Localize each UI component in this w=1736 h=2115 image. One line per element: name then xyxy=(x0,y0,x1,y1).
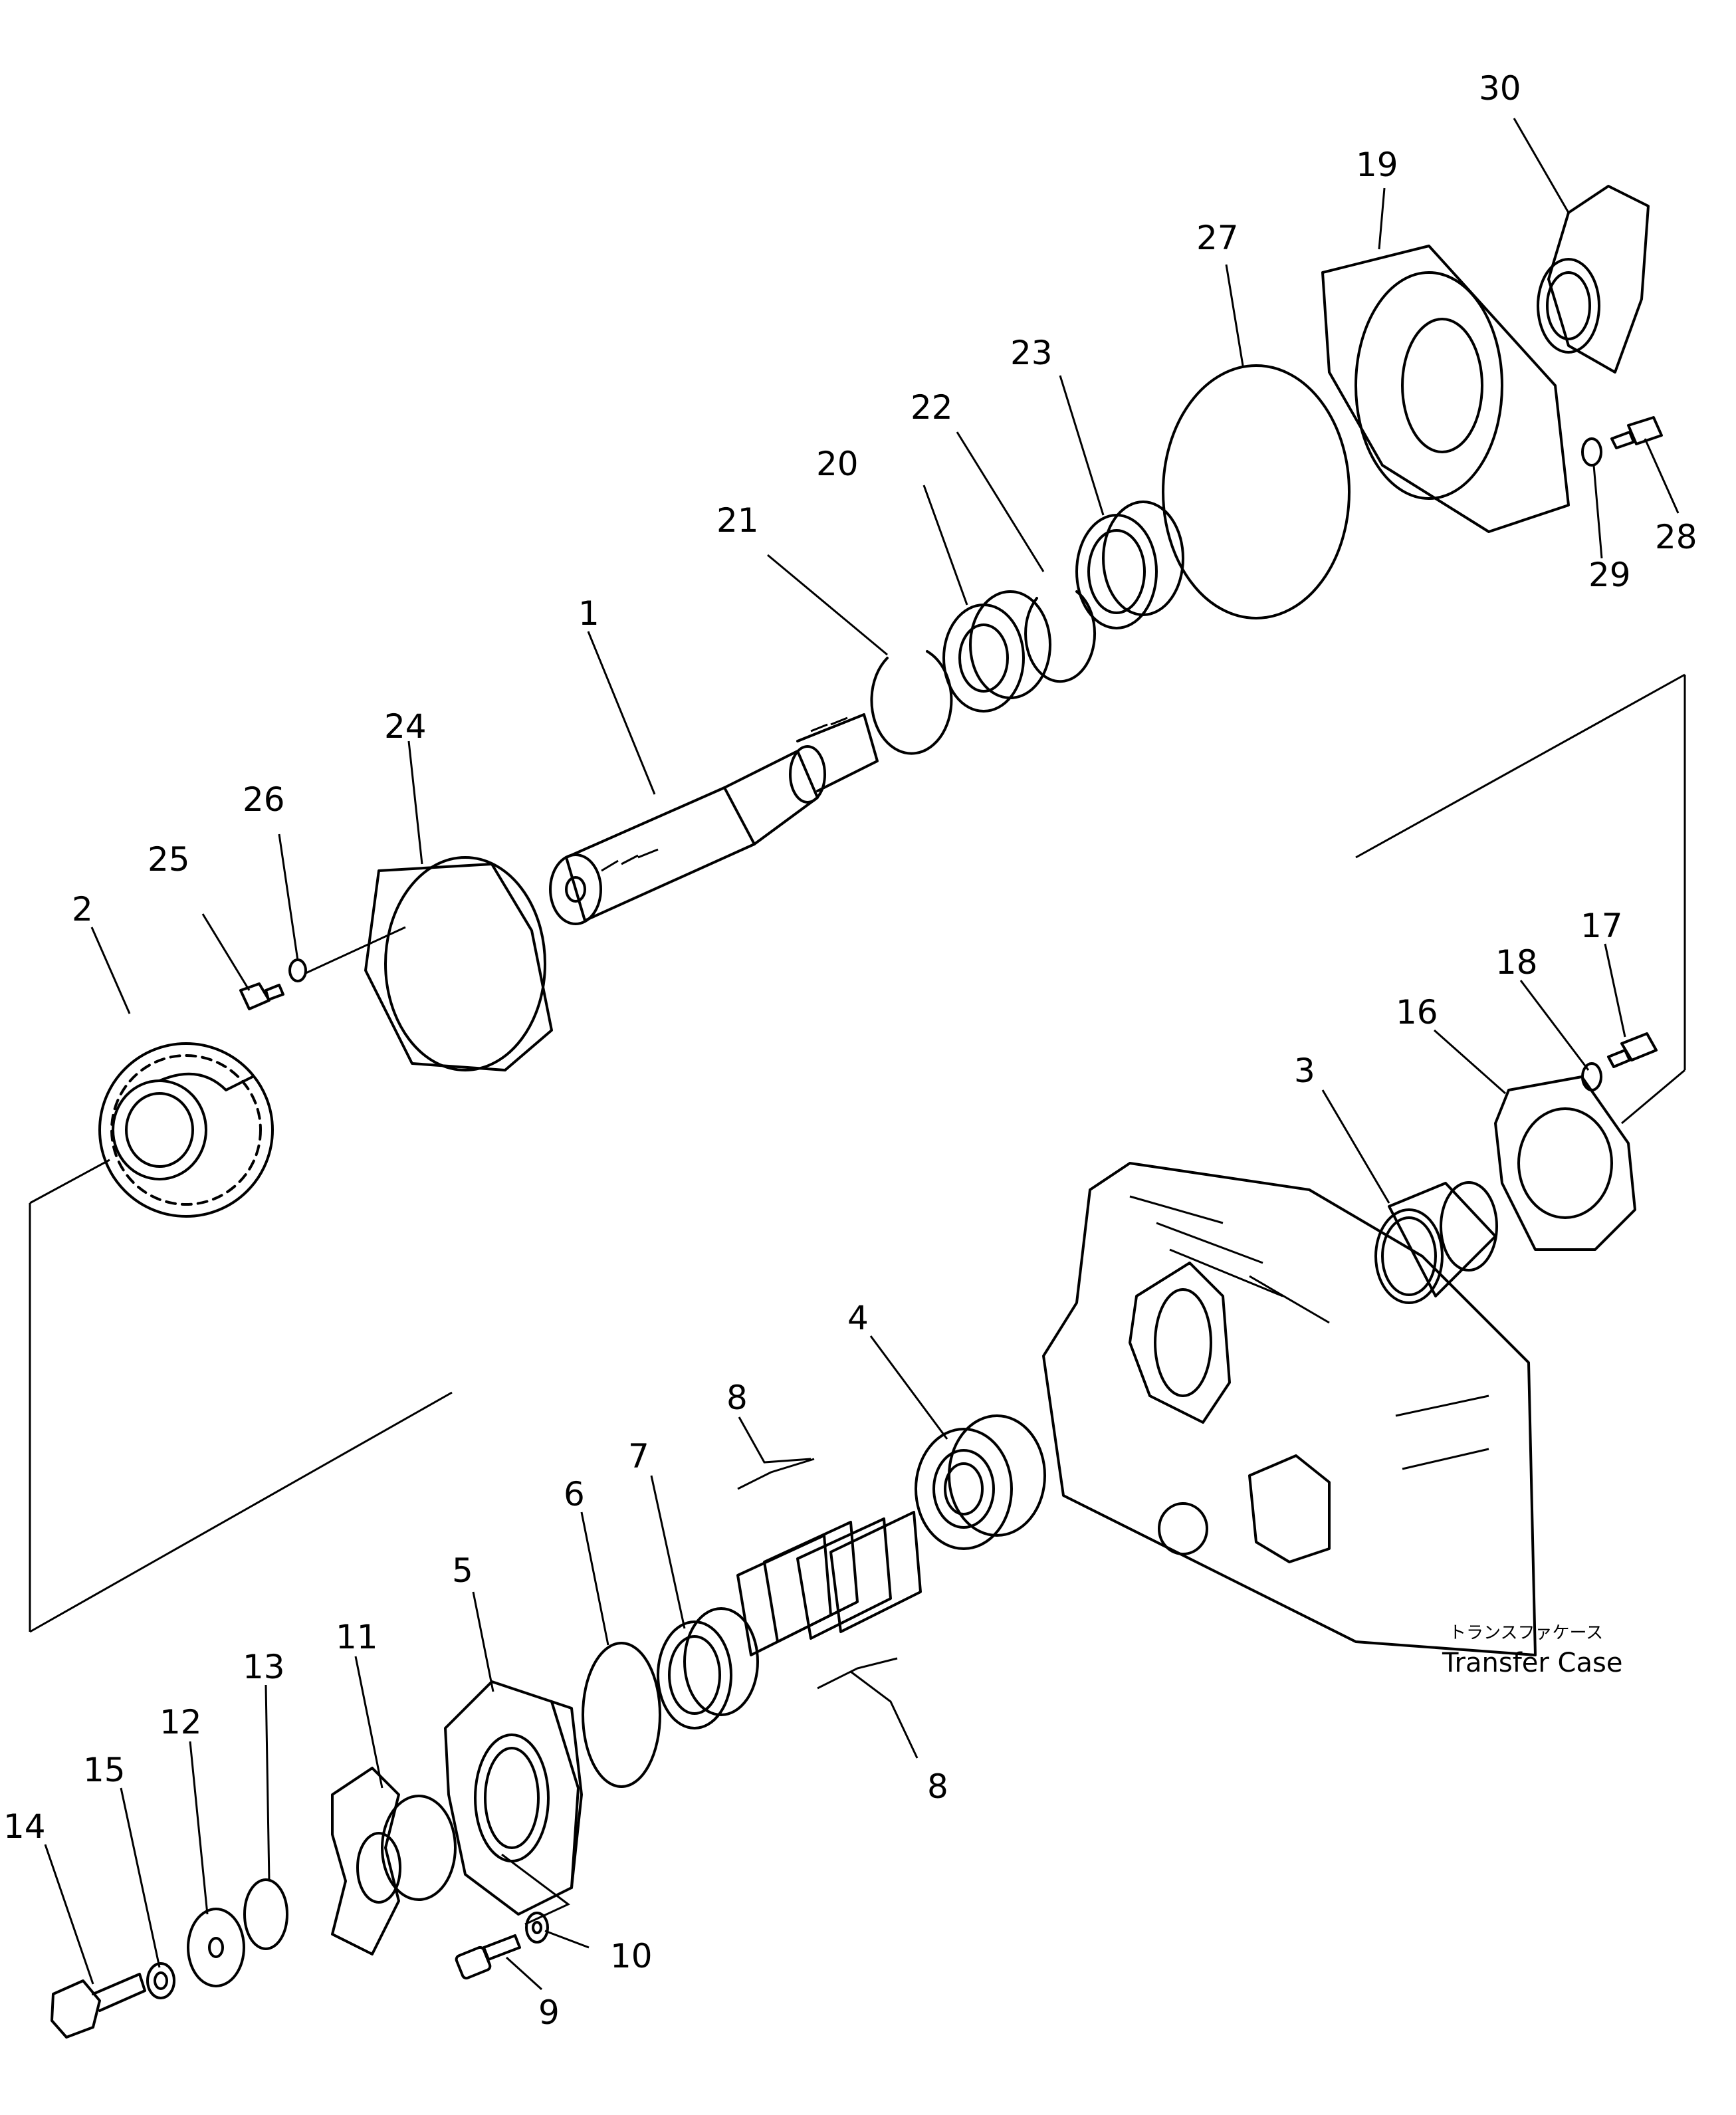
part-15-washer xyxy=(146,1962,175,1999)
part-25-bolt xyxy=(239,982,284,1010)
callout-15: 15 xyxy=(83,1751,126,1789)
callout-5: 5 xyxy=(452,1551,473,1590)
callout-30: 30 xyxy=(1479,69,1521,108)
part-5-cage xyxy=(444,1680,583,1916)
part-18-washer xyxy=(1581,1062,1602,1091)
part-19-cover xyxy=(1321,245,1570,533)
part-27-o-ring xyxy=(1162,364,1351,619)
callout-25: 25 xyxy=(148,840,190,879)
callout-6: 6 xyxy=(564,1475,585,1513)
part-23-roller xyxy=(1075,501,1184,629)
part-13-o-ring xyxy=(243,1878,288,1950)
callout-13: 13 xyxy=(243,1648,285,1686)
part-24-retainer xyxy=(364,856,553,1071)
transfer-case-label: トランスファケース Transfer Case xyxy=(1442,1623,1622,1678)
part-6-o-ring xyxy=(582,1642,661,1788)
callout-8-lower: 8 xyxy=(927,1767,948,1806)
callout-20: 20 xyxy=(816,445,859,483)
callout-12: 12 xyxy=(160,1703,202,1741)
part-20-bearing xyxy=(942,590,1051,713)
part-17-bolt xyxy=(1607,1032,1658,1068)
part-12-plate xyxy=(187,1908,245,1987)
transfer-case-housing xyxy=(1042,1162,1537,1656)
callout-21: 21 xyxy=(716,501,759,540)
callout-27: 27 xyxy=(1196,219,1239,257)
part-14-bolt xyxy=(51,1973,146,2039)
part-10-washer xyxy=(525,1912,549,1944)
callout-3: 3 xyxy=(1294,1052,1315,1090)
callout-17: 17 xyxy=(1580,907,1623,945)
part-7-seal xyxy=(657,1607,759,1729)
callout-22: 22 xyxy=(911,388,953,427)
callouts: 1 2 3 4 5 6 7 8 8 9 10 11 12 13 14 15 16… xyxy=(3,69,1697,2032)
callout-7: 7 xyxy=(628,1437,649,1476)
transfer-case-label-jp: トランスファケース xyxy=(1449,1623,1603,1643)
part-8-shims xyxy=(736,1458,922,1690)
part-30-flange xyxy=(1537,185,1650,374)
transfer-case-label-en: Transfer Case xyxy=(1442,1648,1622,1678)
part-28-bolt xyxy=(1610,416,1663,449)
part-11-yoke xyxy=(331,1767,457,1955)
part-3-sleeve xyxy=(1374,1181,1498,1304)
callout-23: 23 xyxy=(1010,334,1053,372)
callout-28: 28 xyxy=(1655,518,1697,556)
leader-lines xyxy=(29,118,1686,1991)
part-1-shaft xyxy=(549,713,879,925)
part-16-gasket xyxy=(1494,1075,1636,1251)
callout-11: 11 xyxy=(336,1618,378,1656)
callout-24: 24 xyxy=(384,707,427,746)
callout-26: 26 xyxy=(243,780,285,819)
part-4-bearing xyxy=(915,1414,1046,1550)
part-2-gear xyxy=(98,1042,274,1218)
callout-10: 10 xyxy=(610,1937,653,1975)
callout-29: 29 xyxy=(1588,556,1631,594)
part-9-bolt xyxy=(455,1934,521,1980)
callout-9: 9 xyxy=(538,1993,560,2032)
part-22-snap-ring xyxy=(1024,590,1097,683)
callout-19: 19 xyxy=(1356,146,1398,184)
callout-16: 16 xyxy=(1396,993,1438,1032)
callout-14: 14 xyxy=(3,1807,46,1846)
callout-4: 4 xyxy=(847,1299,869,1337)
part-21-snap-ring xyxy=(870,650,953,755)
callout-1: 1 xyxy=(578,594,599,633)
part-29-washer xyxy=(1581,437,1602,467)
callout-8-upper: 8 xyxy=(726,1379,748,1417)
callout-2: 2 xyxy=(72,890,93,929)
callout-18: 18 xyxy=(1495,943,1538,982)
part-26-washer xyxy=(288,958,307,982)
